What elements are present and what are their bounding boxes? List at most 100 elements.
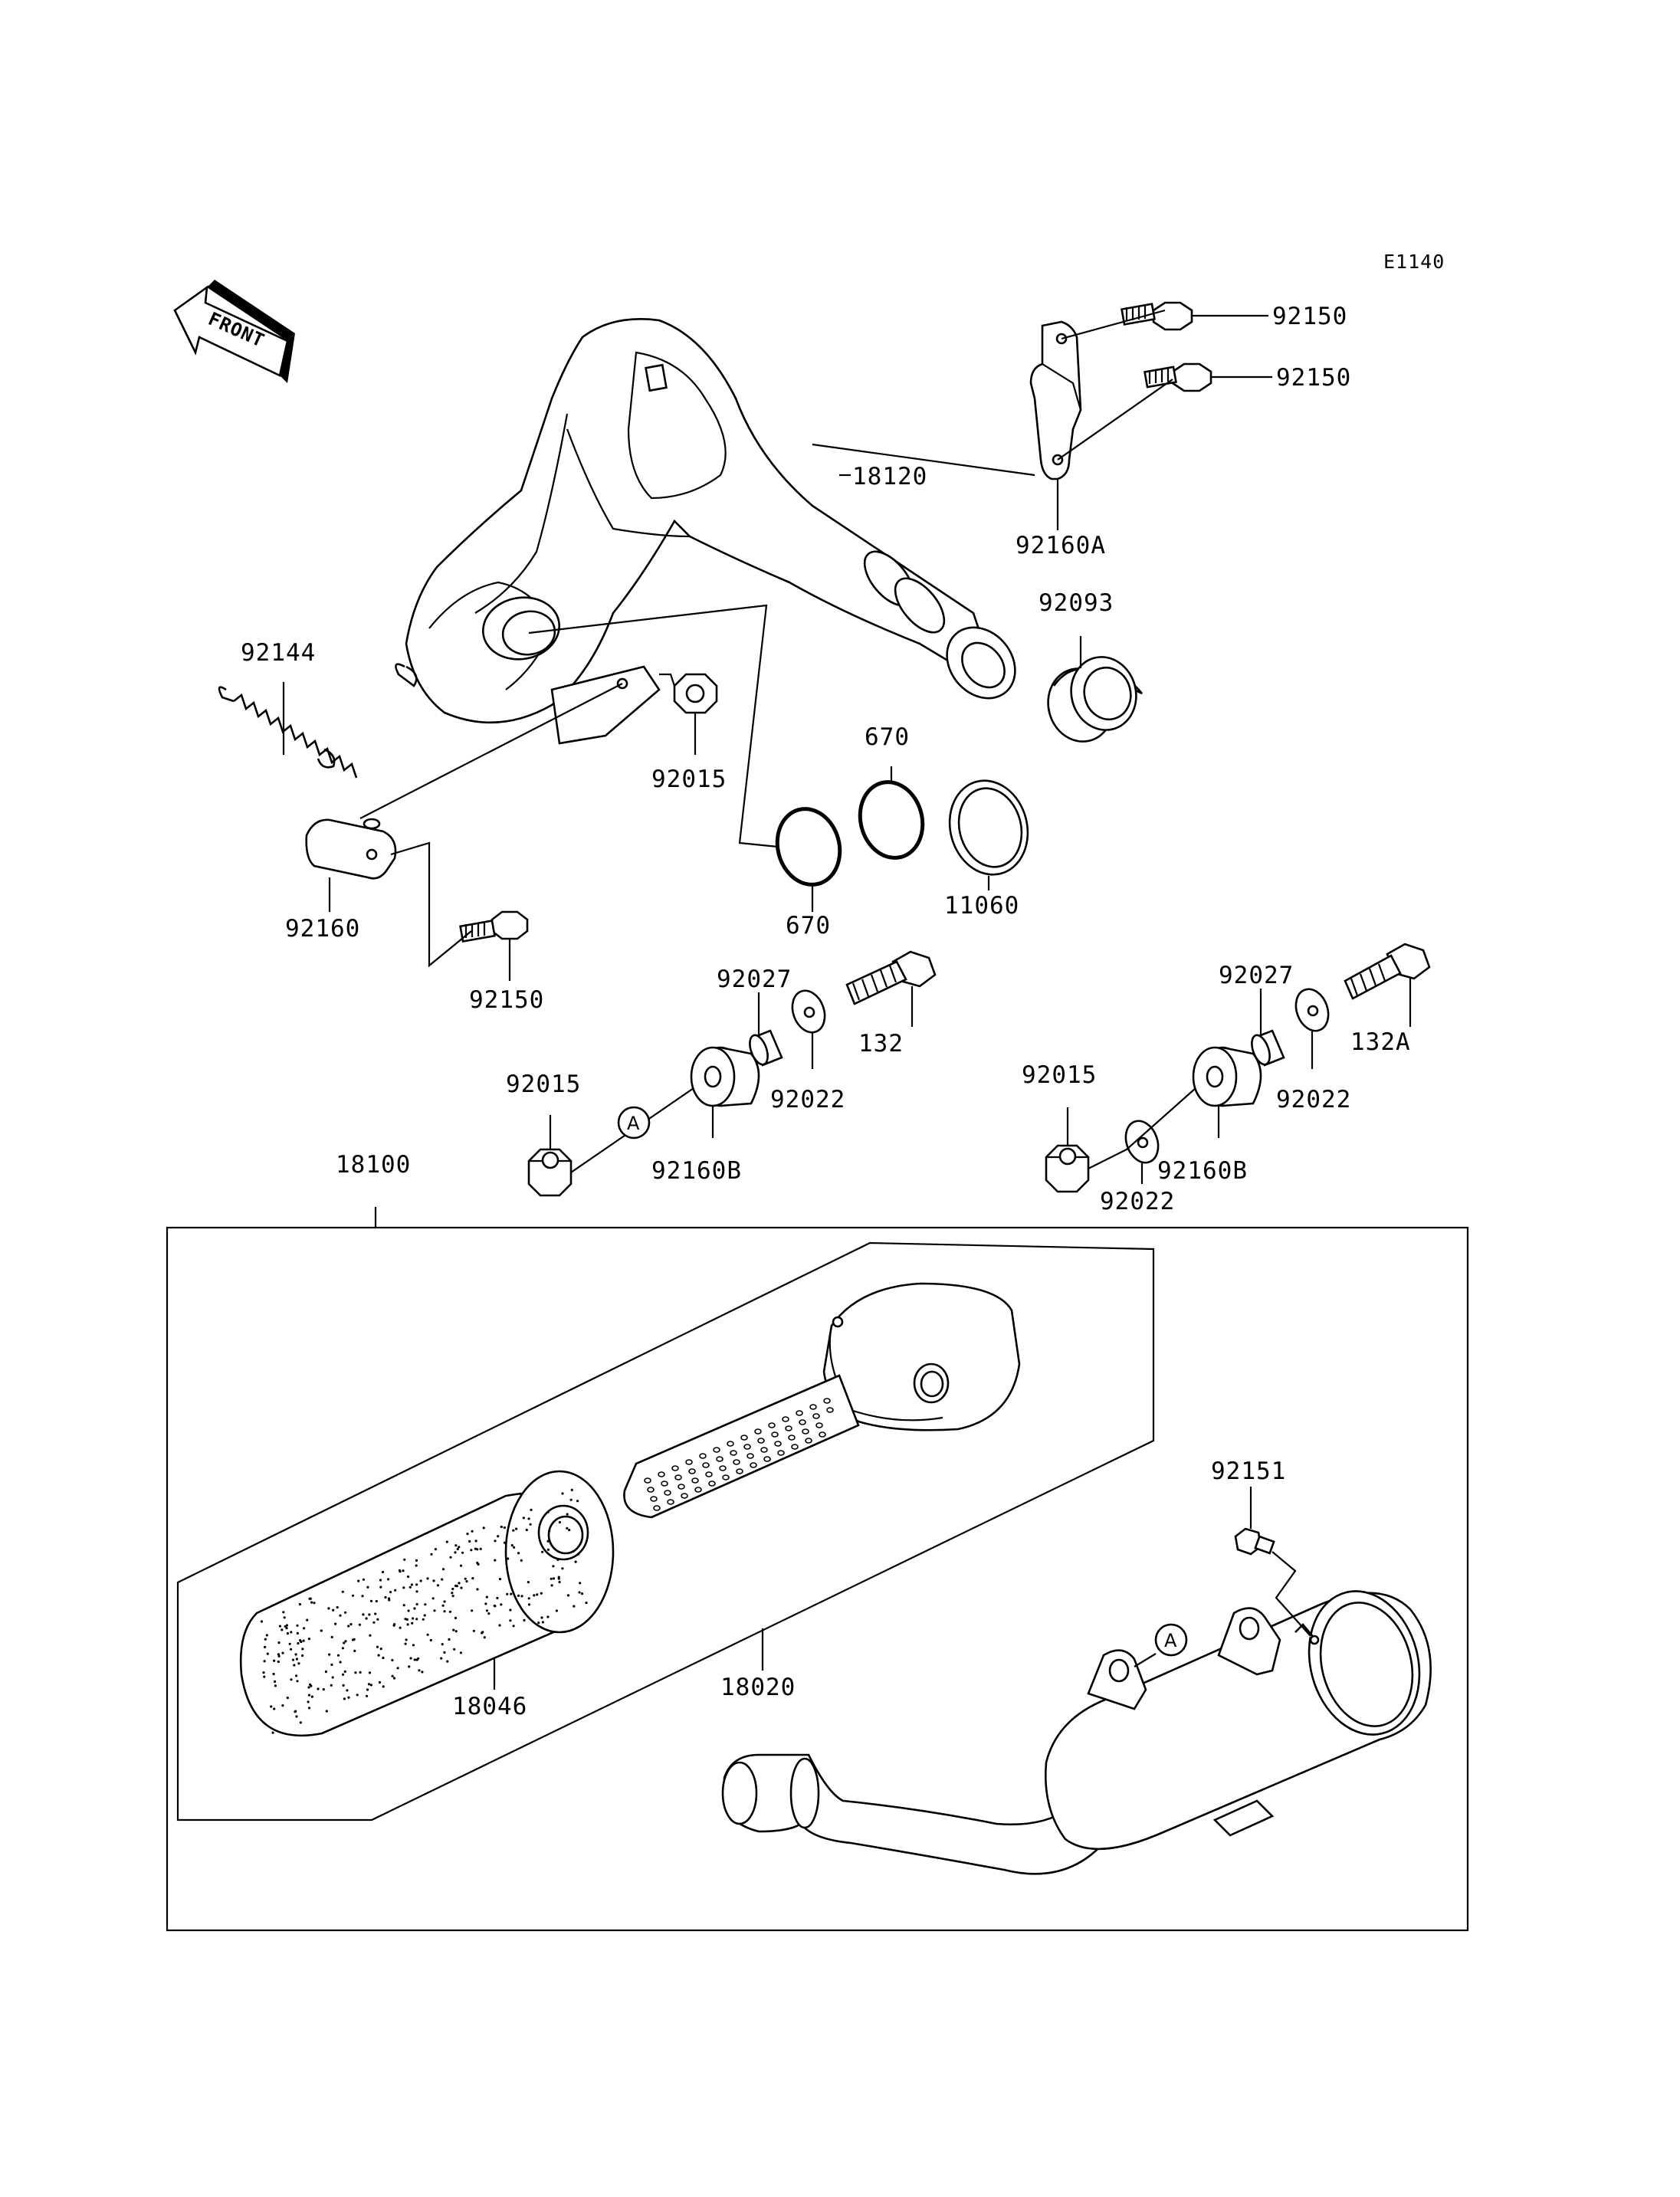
stipple-dot (415, 1602, 418, 1606)
stipple-dot (527, 1603, 531, 1606)
stipple-dot (555, 1609, 559, 1612)
stipple-dot (453, 1648, 456, 1651)
callout-92151: 92151 (1211, 1458, 1286, 1485)
stipple-dot (409, 1585, 412, 1589)
stipple-dot (410, 1583, 414, 1586)
stipple-dot (441, 1568, 445, 1571)
perforation-hole (667, 1499, 674, 1505)
stipple-dot (579, 1582, 582, 1585)
stipple-dot (274, 1684, 277, 1687)
stipple-dot (264, 1645, 267, 1648)
perforation-hole (750, 1462, 757, 1468)
stipple-dot (451, 1592, 454, 1595)
stipple-dot (510, 1544, 514, 1547)
stipple-dot (507, 1557, 510, 1560)
stipple-dot (404, 1618, 407, 1621)
perforation-hole (722, 1474, 730, 1481)
stipple-dot (470, 1549, 473, 1552)
stipple-dot (566, 1513, 569, 1516)
stipple-dot (494, 1559, 497, 1562)
stipple-dot (503, 1541, 507, 1544)
spring-92144 (218, 686, 358, 779)
stipple-dot (407, 1609, 410, 1612)
stipple-dot (497, 1535, 500, 1538)
perforation-hole (796, 1410, 803, 1416)
stipple-dot (523, 1618, 526, 1622)
stipple-dot (512, 1625, 515, 1628)
stipple-dot (351, 1594, 355, 1597)
muffler-end-cap (822, 1282, 1021, 1431)
perforation-hole (716, 1456, 724, 1462)
stipple-dot (282, 1611, 285, 1614)
perforation-hole (647, 1487, 655, 1493)
bolt-92150-low (459, 910, 529, 943)
perforation-hole (699, 1453, 707, 1459)
stipple-dot (458, 1582, 461, 1585)
perforation-hole (658, 1471, 665, 1477)
stipple-dot (331, 1676, 334, 1679)
perforation-hole (809, 1404, 817, 1410)
stipple-dot (487, 1612, 491, 1615)
stipple-dot (353, 1649, 356, 1652)
stipple-dot (347, 1625, 350, 1628)
stipple-dot (430, 1553, 433, 1556)
callout-92022-right: 92022 (1276, 1086, 1351, 1113)
callout-92015-right: 92015 (1022, 1061, 1097, 1089)
reference-mark-a-lower: A (1154, 1623, 1188, 1657)
stipple-dot (558, 1580, 561, 1584)
perforation-hole (754, 1428, 762, 1435)
stipple-dot (412, 1617, 415, 1620)
perforation-hole (819, 1431, 826, 1438)
collar-92027-right (1251, 1029, 1285, 1067)
perforation-hole (746, 1453, 754, 1459)
stipple-dot (365, 1617, 368, 1620)
perforation-hole (791, 1444, 799, 1450)
stipple-dot (415, 1583, 418, 1586)
stipple-dot (446, 1660, 449, 1663)
callout-92027-right: 92027 (1219, 962, 1294, 989)
stipple-dot (498, 1624, 501, 1627)
stipple-dot (277, 1653, 280, 1656)
stipple-dot (550, 1584, 553, 1587)
stipple-dot (273, 1659, 276, 1662)
stipple-dot (456, 1547, 459, 1551)
perforation-hole (705, 1471, 713, 1477)
bolt-92150-top (1121, 301, 1193, 331)
perforation-hole (733, 1459, 740, 1465)
stipple-dot (585, 1602, 588, 1605)
bolt-132A (1344, 943, 1431, 1000)
stipple-dot (283, 1616, 286, 1619)
perforation-hole (661, 1481, 668, 1487)
stipple-dot (451, 1587, 454, 1591)
stipple-dot (405, 1638, 408, 1641)
stipple-dot (382, 1685, 385, 1688)
damper-92160B-right (1192, 1046, 1262, 1107)
stipple-dot (342, 1673, 345, 1676)
callout-92160: 92160 (285, 915, 360, 943)
perforation-hole (664, 1490, 671, 1496)
perforation-hole (757, 1438, 765, 1444)
perforation-hole (694, 1487, 702, 1493)
callout-92022-left: 92022 (770, 1086, 845, 1113)
stipple-dot (423, 1614, 426, 1617)
stipple-dot (460, 1586, 463, 1589)
stipple-dot (309, 1683, 312, 1686)
stipple-dot (286, 1697, 289, 1700)
tube-perforations (644, 1398, 834, 1511)
stipple-dot (342, 1684, 345, 1687)
stipple-dot (482, 1526, 485, 1530)
silencer-body (721, 1590, 1432, 1875)
perforation-hole (777, 1450, 785, 1456)
stipple-dot (351, 1638, 355, 1641)
stipple-dot (512, 1529, 515, 1532)
stipple-dot (448, 1610, 452, 1613)
callout-92015-upper: 92015 (651, 766, 727, 793)
stipple-dot (454, 1616, 458, 1620)
stipple-dot (281, 1704, 284, 1707)
stipple-dot (297, 1662, 300, 1665)
stipple-dot (415, 1618, 418, 1621)
stipple-dot (325, 1710, 328, 1713)
callout-92160A: 92160A (1016, 532, 1106, 559)
stipple-dot (317, 1687, 320, 1690)
stipple-dot (265, 1634, 268, 1637)
